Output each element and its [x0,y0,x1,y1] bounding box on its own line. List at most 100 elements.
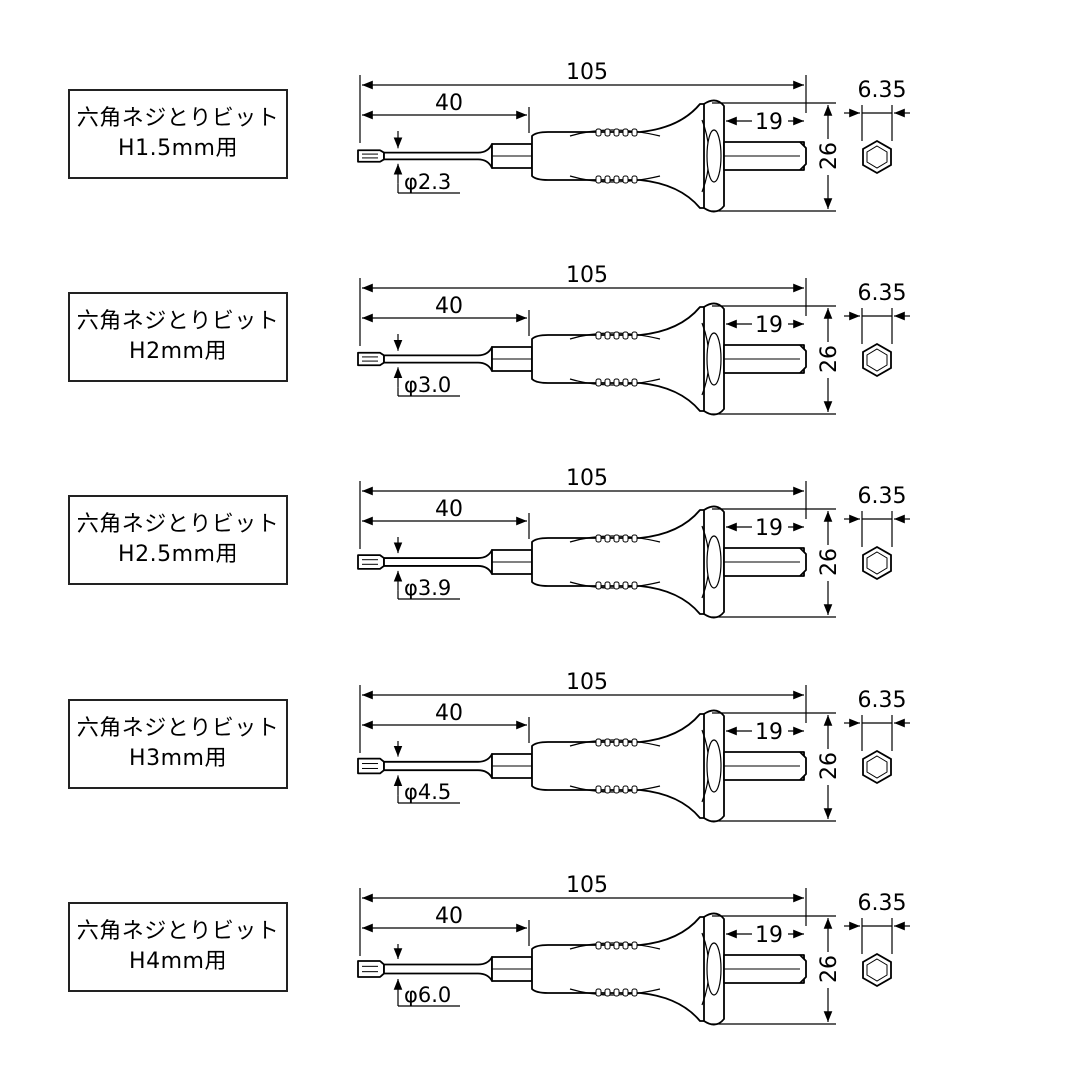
overall-length-label: 105 [566,466,608,491]
hex-length-dimension: 19 [726,719,804,745]
tip-length-label: 40 [435,91,463,116]
tip-length-label: 40 [435,904,463,929]
tip-diameter-label: φ4.5 [404,780,451,804]
hex-size-dimension: 6.35 [844,891,910,988]
handle-width-dimension: 26 [712,102,842,212]
grip-texture [595,941,638,997]
hex-section-icon [862,342,892,378]
hex-length-dimension: 19 [726,312,804,338]
shaft [383,143,493,169]
grip-texture [595,738,638,794]
grip [531,713,713,819]
tip-length-label: 40 [435,294,463,319]
bit-spec-row: 六角ネジとりビット H1.5mm用 105 40 φ2.3 [0,60,1080,267]
item-name-line2: H1.5mm用 [118,136,238,161]
hex-size-label: 6.35 [858,281,907,306]
item-label-box: 六角ネジとりビット H4mm用 [68,902,288,992]
tip-diameter-dimension: φ2.3 [393,131,460,194]
tip-length-label: 40 [435,497,463,522]
overall-length-label: 105 [566,670,608,695]
bit-body [357,912,807,1026]
bit-body [357,99,807,213]
tip-diameter-label: φ6.0 [404,983,451,1007]
shaft [383,753,493,779]
item-name-line1: 六角ネジとりビット [76,716,280,741]
grip-texture [595,331,638,387]
grip [531,509,713,615]
tip-length-dimension: 40 [362,497,530,539]
tip-diameter-label: φ3.0 [404,373,451,397]
grip-texture [595,128,638,184]
shaft [383,346,493,372]
hex-section-icon [862,545,892,581]
hex-length-label: 19 [755,720,783,745]
hex-size-dimension: 6.35 [844,281,910,378]
tip-diameter-dimension: φ3.0 [393,334,460,397]
handle-width-label: 26 [817,752,842,780]
item-name-line2: H2.5mm用 [118,542,238,567]
hex-section-icon [862,139,892,175]
hex-tip [357,554,385,570]
hex-section-icon [862,952,892,988]
hex-size-dimension: 6.35 [844,484,910,581]
bit-body [357,709,807,823]
hex-tip [357,149,385,163]
bit-body [357,302,807,416]
hex-section-icon [862,749,892,785]
bit-drawing: 105 40 φ3.9 [357,466,910,619]
tip-length-dimension: 40 [362,904,530,946]
item-name-line1: 六角ネジとりビット [76,512,280,537]
bit-spec-row: 六角ネジとりビット H4mm用 105 40 φ6.0 [0,873,1080,1080]
hex-size-dimension: 6.35 [844,688,910,785]
handle-width-dimension: 26 [712,305,842,415]
overall-length-dimension: 105 [359,263,807,346]
item-name-line1: 六角ネジとりビット [76,309,280,334]
overall-length-label: 105 [566,873,608,898]
bit-spec-row: 六角ネジとりビット H2.5mm用 105 40 φ3.9 [0,466,1080,673]
hex-length-dimension: 19 [726,109,804,135]
tip-diameter-label: φ2.3 [404,170,451,194]
bit-spec-row: 六角ネジとりビット H2mm用 105 40 φ3.0 [0,263,1080,470]
overall-length-dimension: 105 [359,873,807,956]
bit-drawing: 105 40 φ2.3 [357,60,910,213]
hex-size-dimension: 6.35 [844,78,910,175]
bit-drawing: 105 40 φ6.0 [357,873,910,1026]
overall-length-dimension: 105 [359,60,807,143]
hex-length-label: 19 [755,923,783,948]
overall-length-label: 105 [566,60,608,85]
handle-width-label: 26 [817,142,842,170]
bit-spec-row: 六角ネジとりビット H3mm用 105 40 φ4.5 [0,670,1080,877]
hex-length-dimension: 19 [726,922,804,948]
hex-size-label: 6.35 [858,484,907,509]
handle-width-label: 26 [817,345,842,373]
grip [531,103,713,209]
item-name-line1: 六角ネジとりビット [76,919,280,944]
item-name-line1: 六角ネジとりビット [76,106,280,131]
item-name-line2: H3mm用 [129,746,227,771]
item-label-box: 六角ネジとりビット H2.5mm用 [68,495,288,585]
hex-length-label: 19 [755,516,783,541]
tip-diameter-dimension: φ6.0 [393,944,460,1007]
item-label-box: 六角ネジとりビット H3mm用 [68,699,288,789]
grip [531,306,713,412]
item-label-box: 六角ネジとりビット H2mm用 [68,292,288,382]
handle-width-label: 26 [817,548,842,576]
hex-tip [357,757,385,775]
hex-size-label: 6.35 [858,891,907,916]
handle-width-dimension: 26 [712,712,842,822]
tip-diameter-dimension: φ4.5 [393,741,460,804]
handle-width-label: 26 [817,955,842,983]
bit-drawing: 105 40 φ3.0 [357,263,910,416]
overall-length-dimension: 105 [359,670,807,753]
item-label-box: 六角ネジとりビット H1.5mm用 [68,89,288,179]
overall-length-dimension: 105 [359,466,807,549]
tip-length-label: 40 [435,701,463,726]
tip-length-dimension: 40 [362,701,530,743]
shaft [383,549,493,575]
tip-diameter-label: φ3.9 [404,576,451,600]
hex-tip [357,351,385,367]
hex-length-label: 19 [755,313,783,338]
shaft [383,956,493,982]
bit-drawing: 105 40 φ4.5 [357,670,910,823]
item-name-line2: H2mm用 [129,339,227,364]
